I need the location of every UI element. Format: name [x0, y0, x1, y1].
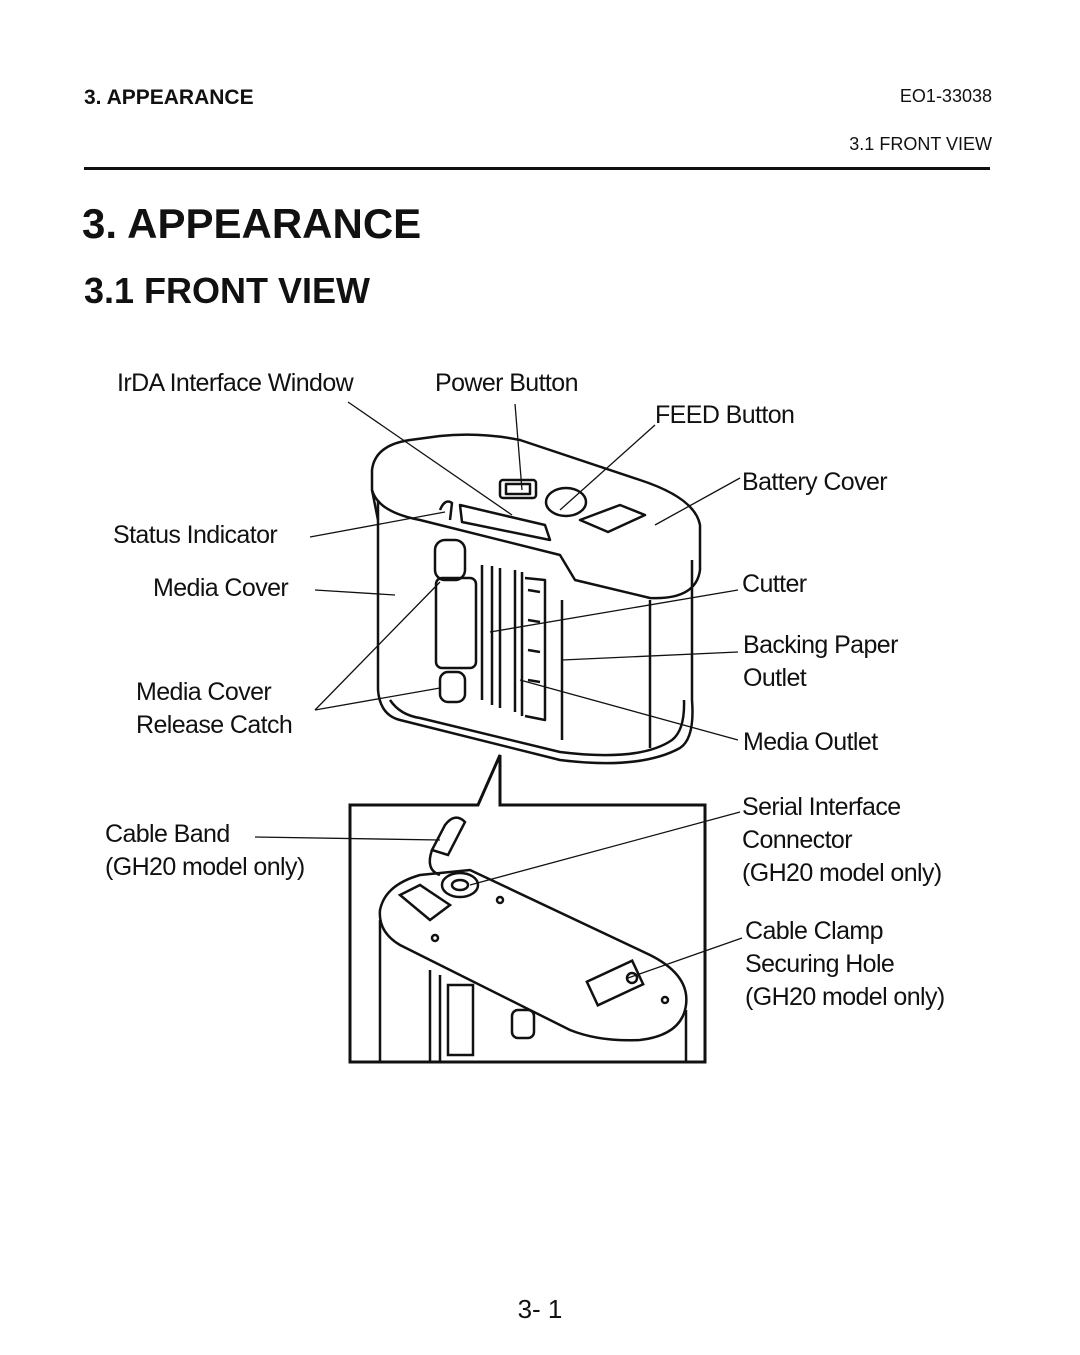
header-subsection: 3.1 FRONT VIEW — [849, 134, 992, 154]
label-release-catch-2: Release Catch — [136, 711, 293, 739]
label-media-cover: Media Cover — [153, 574, 289, 602]
label-serial-3: (GH20 model only) — [742, 859, 942, 887]
label-irda-window: IrDA Interface Window — [117, 369, 354, 397]
header-section: 3. APPEARANCE — [84, 86, 254, 109]
page-title: 3. APPEARANCE — [82, 200, 422, 247]
media-cover-shape — [434, 576, 478, 670]
label-media-outlet: Media Outlet — [743, 728, 878, 756]
irda-window-shape — [458, 503, 552, 542]
cable-band-shape — [430, 816, 467, 857]
label-release-catch-1: Media Cover — [136, 678, 272, 706]
label-cutter: Cutter — [742, 570, 807, 598]
header-doc-number: EO1-33038 — [899, 86, 992, 106]
inset-frame — [348, 754, 707, 1064]
serial-connector-shape — [440, 871, 480, 899]
label-backing-paper: Backing Paper — [743, 631, 898, 659]
label-clamp-1: Cable Clamp — [745, 917, 884, 945]
label-cable-band-2: (GH20 model only) — [105, 853, 305, 881]
label-feed-button: FEED Button — [655, 401, 795, 429]
label-backing-outlet: Outlet — [743, 664, 807, 692]
label-clamp-3: (GH20 model only) — [745, 983, 945, 1011]
label-clamp-2: Securing Hole — [745, 950, 895, 978]
printer-body — [376, 500, 694, 765]
clamp-hole-shape — [585, 958, 645, 1008]
power-button-shape — [498, 478, 538, 500]
label-battery-cover: Battery Cover — [742, 468, 888, 496]
label-cable-band-1: Cable Band — [105, 820, 230, 848]
header-rule — [84, 167, 990, 170]
label-serial-1: Serial Interface — [742, 793, 901, 821]
battery-cover-shape — [370, 433, 702, 600]
label-status-indicator: Status Indicator — [113, 521, 278, 549]
cutter-shape — [527, 588, 541, 684]
label-power-button: Power Button — [435, 369, 578, 397]
label-serial-2: Connector — [742, 826, 853, 854]
page-number: 3- 1 — [517, 1294, 563, 1324]
section-title: 3.1 FRONT VIEW — [84, 270, 371, 311]
feed-button-shape — [544, 486, 588, 518]
